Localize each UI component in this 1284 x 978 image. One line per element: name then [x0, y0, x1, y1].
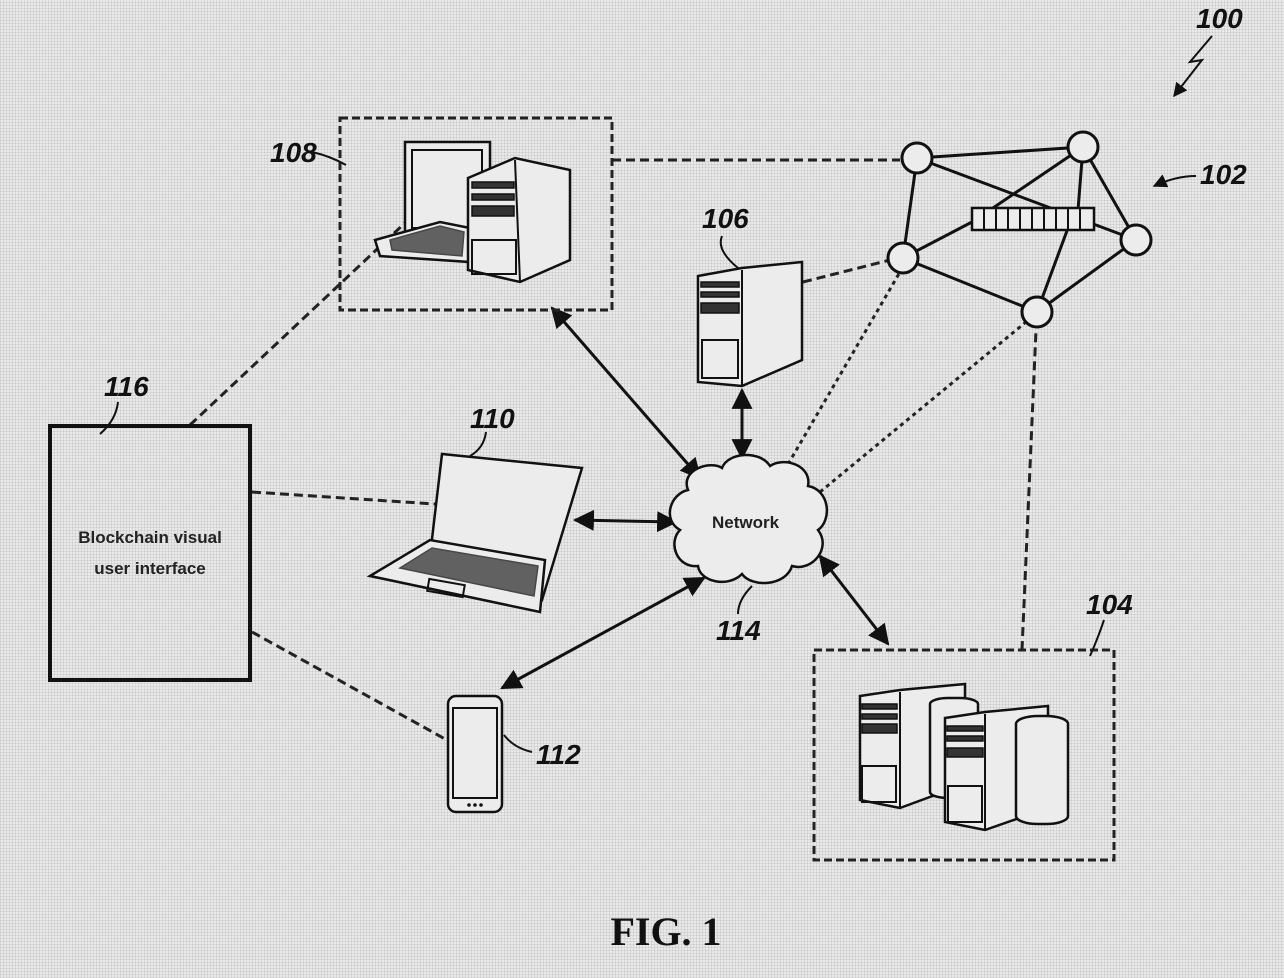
database-servers-icon: [858, 682, 1070, 832]
ref-106: 106: [702, 203, 749, 234]
server: 106: [696, 203, 804, 388]
desktop-boundary: [338, 116, 614, 312]
visual-ui-label-line1: Blockchain visual: [78, 528, 222, 547]
blockchain-node: [1020, 295, 1054, 329]
link-phone-network: [500, 576, 706, 690]
link-ui-desktop: [188, 188, 442, 427]
visual-ui-box: [48, 424, 252, 682]
link-cluster-network: [818, 554, 890, 646]
network-cloud: Network 114: [668, 453, 829, 646]
desktop-computer: 108: [270, 116, 614, 312]
server-tower-icon: [696, 260, 804, 388]
blockchain-network: 102: [886, 130, 1247, 329]
blockchain-node: [1066, 130, 1100, 164]
ref-112: 112: [536, 739, 581, 770]
blockchain-node: [1119, 223, 1153, 257]
ref-104: 104: [1086, 589, 1133, 620]
lightning-arrow-icon: [1173, 35, 1213, 98]
visual-ui-label-line2: user interface: [94, 559, 206, 578]
blockchain-visual-ui: 116 Blockchain visual user interface: [48, 371, 252, 682]
ref-102: 102: [1200, 159, 1247, 190]
system-reference: 100: [1173, 3, 1243, 98]
ref-114: 114: [716, 615, 761, 646]
cloud-icon: [668, 453, 829, 585]
ref-116: 116: [104, 371, 149, 402]
ref-100: 100: [1196, 3, 1243, 34]
link-laptop-network: [572, 509, 679, 533]
link-ui-phone: [251, 630, 466, 752]
mobile-phone: 112: [446, 694, 581, 814]
ref-110: 110: [470, 403, 515, 434]
figure-caption: FIG. 1: [610, 909, 721, 954]
smartphone-icon: [446, 694, 504, 814]
server-cluster-boundary: [812, 648, 1116, 862]
link-network-blockchain-b: [819, 320, 1027, 494]
ref-108: 108: [270, 137, 317, 168]
link-cluster-blockchain: [1020, 329, 1038, 651]
blockchain-node: [900, 141, 934, 175]
server-cluster: 104: [812, 589, 1133, 862]
link-server-blockchain: [802, 258, 891, 284]
network-label: Network: [712, 513, 780, 532]
ledger-chain-icon: [970, 206, 1096, 232]
laptop-icon: [366, 452, 584, 614]
link-desktop-network: [550, 306, 702, 480]
desktop-computer-icon: [373, 140, 572, 284]
laptop: 110: [366, 403, 584, 614]
blockchain-node: [886, 241, 920, 275]
